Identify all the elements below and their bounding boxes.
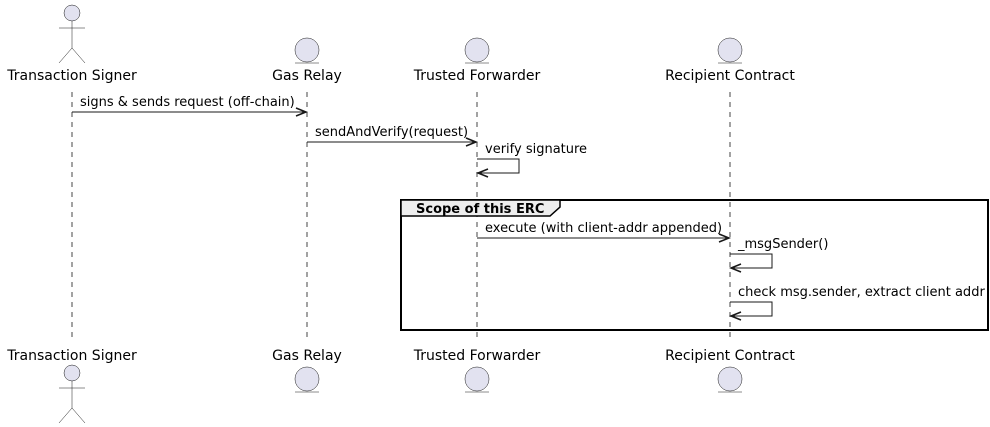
participant-label-gas-relay-top: Gas Relay: [272, 68, 342, 84]
message-label: verify signature: [485, 142, 587, 157]
message-label: signs & sends request (off-chain): [80, 95, 295, 110]
arrowhead: [728, 263, 742, 273]
message-arrow: [477, 158, 520, 174]
participant-label-trusted-forwarder-top: Trusted Forwarder: [413, 68, 541, 84]
message-4: execute (with client-addr appended): [477, 221, 732, 243]
participant-label-gas-relay-bottom: Gas Relay: [272, 348, 342, 364]
message-3: verify signature: [475, 142, 587, 178]
arrowhead: [295, 107, 309, 117]
arrowhead: [475, 168, 489, 178]
message-6: check msg.sender, extract client addr: [728, 285, 985, 321]
entity-icon-bottom: [294, 366, 320, 393]
message-label: check msg.sender, extract client addr: [738, 285, 985, 300]
message-2: sendAndVerify(request): [307, 125, 479, 147]
entity-icon-top: [294, 37, 320, 64]
message-label: sendAndVerify(request): [315, 125, 468, 140]
scope-frame: Scope of this ERC: [400, 199, 989, 331]
message-label: execute (with client-addr appended): [485, 221, 722, 236]
scope-frame-label: Scope of this ERC: [416, 202, 544, 217]
entity-icon-top: [717, 37, 743, 64]
entity-icon-top: [464, 37, 490, 64]
message-arrow: [730, 301, 773, 317]
participant-label-recipient-contract-bottom: Recipient Contract: [665, 348, 795, 364]
message-arrow: [730, 253, 773, 269]
actor-icon-bottom: [58, 364, 86, 424]
scope-frame-border: [400, 199, 989, 331]
entity-icon-bottom: [464, 366, 490, 393]
participant-label-transaction-signer-top: Transaction Signer: [6, 68, 137, 84]
participant-label-recipient-contract-top: Recipient Contract: [665, 68, 795, 84]
arrowhead: [728, 311, 742, 321]
participant-label-transaction-signer-bottom: Transaction Signer: [6, 348, 137, 364]
actor-icon-top: [58, 4, 86, 64]
message-label: _msgSender(): [737, 237, 828, 252]
message-1: signs & sends request (off-chain): [72, 95, 309, 117]
scope-frame-tab: [400, 199, 561, 217]
message-5: _msgSender(): [728, 237, 828, 273]
arrowhead: [465, 137, 479, 147]
arrowhead: [718, 233, 732, 243]
participant-label-trusted-forwarder-bottom: Trusted Forwarder: [413, 348, 541, 364]
entity-icon-bottom: [717, 366, 743, 393]
